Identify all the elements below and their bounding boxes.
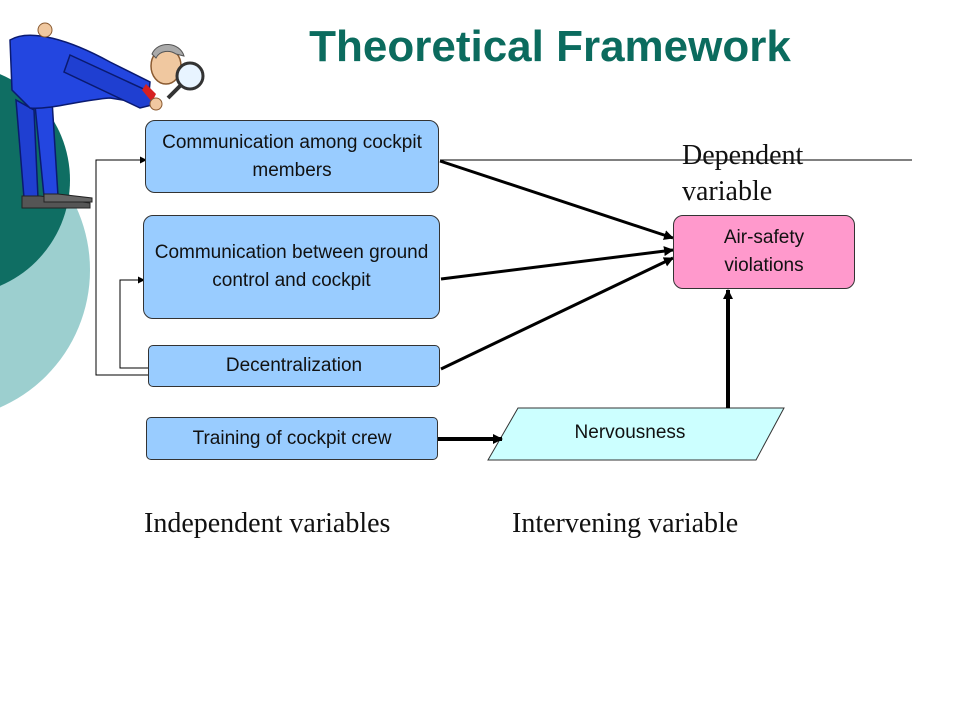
edge-decentralization-to-comm-cockpit (95, 156, 148, 376)
node-decentralization: Decentralization (148, 345, 440, 387)
edge-comm-ground-to-air-safety (440, 246, 674, 281)
man-with-magnifying-glass-icon (9, 22, 205, 209)
node-communication-among-cockpit: Communication among cockpit members (145, 120, 439, 193)
edge-comm-cockpit-to-air-safety (439, 159, 674, 240)
label-dependent-variable: Dependent variable (682, 140, 804, 207)
edge-decentralization-to-air-safety (440, 256, 674, 371)
node-nervousness: Nervousness (574, 422, 686, 443)
node-communication-ground-cockpit: Communication between ground control and… (143, 215, 440, 319)
label-intervening-variable: Intervening variable (512, 508, 739, 539)
label-independent-variables: Independent variables (144, 508, 391, 539)
node-air-safety-violations: Air-safety violations (673, 215, 855, 289)
page-title: Theoretical Framework (309, 22, 791, 71)
node-training: Training of cockpit crew (146, 417, 438, 460)
edge-decentralization-to-comm-ground (119, 276, 148, 369)
